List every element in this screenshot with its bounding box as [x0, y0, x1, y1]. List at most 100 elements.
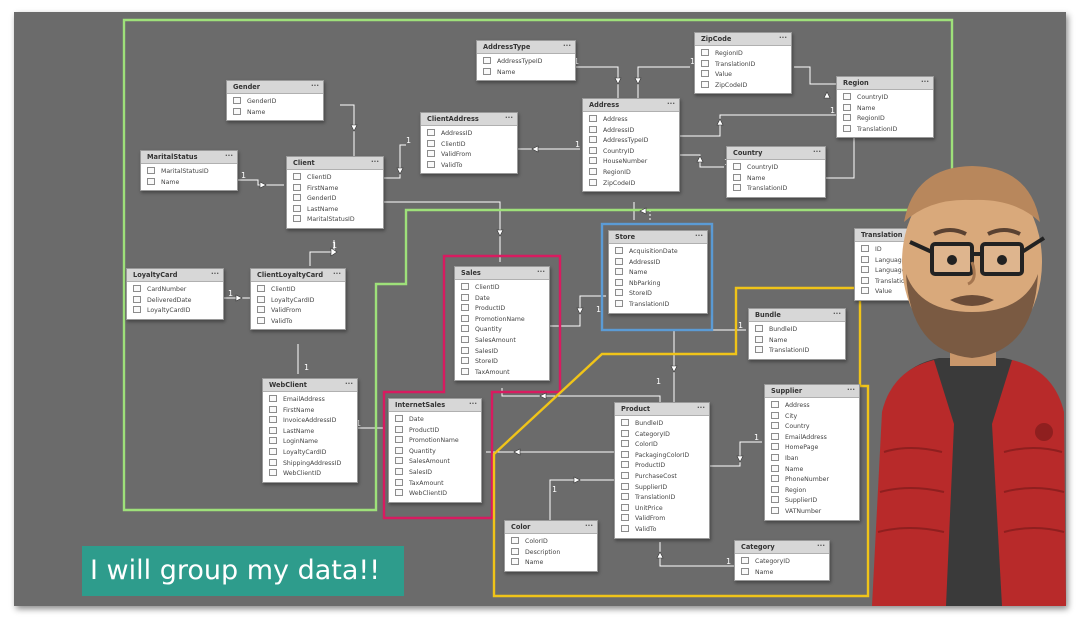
field-row[interactable]: TranslationID — [749, 346, 845, 357]
field-row[interactable]: TranslationID — [609, 299, 707, 311]
field-row[interactable]: AcquisitionDate — [609, 247, 707, 258]
field-row[interactable]: MaritalStatusID — [141, 167, 237, 178]
field-row[interactable]: GenderID — [227, 97, 323, 108]
field-row[interactable]: ValidTo — [251, 316, 345, 328]
more-icon[interactable]: ··· — [505, 114, 513, 122]
field-row[interactable]: Name — [765, 464, 859, 476]
field-row[interactable]: AddressID — [421, 129, 517, 140]
field-row[interactable]: SalesID — [455, 346, 549, 358]
field-row[interactable]: Date — [455, 293, 549, 305]
field-row[interactable]: SalesAmount — [455, 335, 549, 347]
field-row[interactable]: Address — [583, 115, 679, 126]
field-row[interactable]: PromotionName — [389, 436, 481, 447]
field-row[interactable]: Name — [609, 268, 707, 279]
field-row[interactable]: LoginName — [263, 437, 357, 448]
more-icon[interactable]: ··· — [921, 78, 929, 86]
field-row[interactable]: RegionID — [837, 114, 933, 125]
field-row[interactable]: SalesAmount — [389, 457, 481, 468]
field-row[interactable]: ClientID — [251, 285, 345, 296]
more-icon[interactable]: ··· — [333, 270, 341, 278]
field-row[interactable]: Date — [389, 415, 481, 426]
more-icon[interactable]: ··· — [211, 270, 219, 278]
field-row[interactable]: TranslationID — [855, 276, 951, 288]
field-row[interactable]: LoyaltyCardID — [251, 295, 345, 307]
field-row[interactable]: Name — [749, 335, 845, 347]
field-row[interactable]: Country — [765, 422, 859, 433]
field-row[interactable]: GenderID — [287, 194, 383, 205]
field-row[interactable]: AddressID — [609, 257, 707, 269]
field-row[interactable]: StoreID — [609, 289, 707, 300]
field-row[interactable]: ProductID — [455, 304, 549, 315]
field-row[interactable]: ValidFrom — [251, 306, 345, 317]
more-icon[interactable]: ··· — [469, 400, 477, 408]
field-row[interactable]: ProductID — [389, 425, 481, 437]
field-row[interactable]: StoreID — [455, 357, 549, 368]
field-row[interactable]: HomePage — [765, 443, 859, 454]
field-row[interactable]: City — [765, 411, 859, 423]
more-icon[interactable]: ··· — [225, 152, 233, 160]
field-row[interactable]: LanguageName — [855, 266, 951, 277]
more-icon[interactable]: ··· — [585, 522, 593, 530]
field-row[interactable]: ColorID — [505, 537, 597, 548]
field-row[interactable]: RegionID — [695, 49, 791, 60]
field-row[interactable]: Name — [227, 107, 323, 119]
field-row[interactable]: ShippingAddressID — [263, 458, 357, 470]
field-row[interactable]: Region — [765, 485, 859, 497]
field-row[interactable]: InvoiceAddressID — [263, 416, 357, 427]
field-row[interactable]: Quantity — [389, 446, 481, 458]
field-row[interactable]: TranslationID — [837, 124, 933, 136]
field-row[interactable]: Address — [765, 401, 859, 412]
field-row[interactable]: TranslationID — [695, 59, 791, 71]
field-row[interactable]: WebClientID — [263, 469, 357, 480]
field-row[interactable]: CardNumber — [127, 285, 223, 296]
field-row[interactable]: BundleID — [615, 419, 709, 430]
field-row[interactable]: LanguageID — [855, 255, 951, 267]
field-row[interactable]: ZipCodeID — [583, 178, 679, 190]
more-icon[interactable]: ··· — [833, 310, 841, 318]
field-row[interactable]: LoyaltyCardID — [263, 447, 357, 459]
more-icon[interactable]: ··· — [311, 82, 319, 90]
field-row[interactable]: LoyaltyCardID — [127, 306, 223, 317]
field-row[interactable]: Name — [141, 177, 237, 189]
more-icon[interactable]: ··· — [563, 42, 571, 50]
field-row[interactable]: SupplierID — [615, 482, 709, 494]
field-row[interactable]: TranslationID — [615, 493, 709, 504]
field-row[interactable]: Quantity — [455, 325, 549, 336]
field-row[interactable]: UnitPrice — [615, 503, 709, 515]
field-row[interactable]: EmailAddress — [765, 432, 859, 444]
field-row[interactable]: DeliveredDate — [127, 295, 223, 307]
field-row[interactable]: EmailAddress — [263, 395, 357, 406]
more-icon[interactable]: ··· — [817, 542, 825, 550]
field-row[interactable]: AddressTypeID — [477, 57, 575, 68]
field-row[interactable]: CountryID — [837, 93, 933, 104]
more-icon[interactable]: ··· — [813, 148, 821, 156]
field-row[interactable]: CountryID — [583, 146, 679, 158]
field-row[interactable]: PhoneNumber — [765, 475, 859, 486]
field-row[interactable]: ValidTo — [615, 524, 709, 536]
field-row[interactable]: SalesID — [389, 467, 481, 479]
field-row[interactable]: Value — [695, 70, 791, 81]
field-row[interactable]: Name — [727, 173, 825, 185]
field-row[interactable]: LastName — [263, 426, 357, 438]
field-row[interactable]: ID — [855, 245, 951, 256]
field-row[interactable]: VATNumber — [765, 506, 859, 518]
